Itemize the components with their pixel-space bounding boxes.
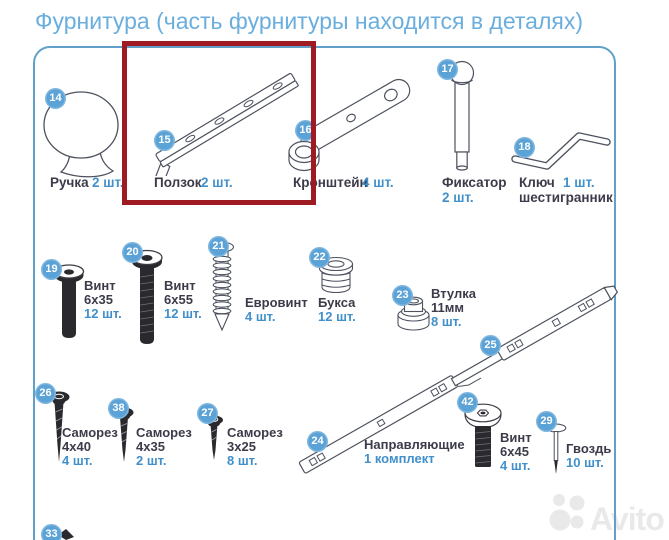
part-label-29: Гвоздь 10 шт. <box>566 442 611 470</box>
bolt-6x55-drawing <box>131 249 163 344</box>
part-count-29: 10 шт. <box>566 455 604 470</box>
part-count-17: 2 шт. <box>442 190 474 205</box>
part-label-42: Винт 6x45 4 шт. <box>500 431 532 473</box>
part-name-27: Саморез <box>227 425 283 440</box>
avito-logo-dots <box>549 494 585 531</box>
avito-watermark-text: Avito <box>590 501 664 537</box>
part-label-22: Букса 12 шт. <box>318 296 356 324</box>
part-badge-18: 18 <box>514 137 535 158</box>
part-badge-29: 29 <box>536 411 557 432</box>
part-badge-19: 19 <box>41 259 62 280</box>
part-count-14: 2 шт. <box>92 175 124 190</box>
part-badge-16: 16 <box>295 120 316 141</box>
part-name2-18: шестигранник <box>519 190 613 205</box>
part-label-23: Втулка 11мм 8 шт. <box>431 287 476 329</box>
part-badge-20: 20 <box>122 242 143 263</box>
part-count-16: 4 шт. <box>362 175 394 190</box>
part-label-21: Евровинт 4 шт. <box>245 296 308 324</box>
part-name-26: Саморез <box>62 425 118 440</box>
part-badge-33: 33 <box>41 524 62 540</box>
part-count-38: 2 шт. <box>136 453 167 468</box>
part-count-27: 8 шт. <box>227 453 258 468</box>
part-count-20: 12 шт. <box>164 306 202 321</box>
part-badge-26: 26 <box>35 383 56 404</box>
part-size-27: 3x25 <box>227 439 256 454</box>
part-size-20: 6x55 <box>164 292 193 307</box>
part-name-19: Винт <box>84 278 116 293</box>
part-label-19: Винт 6x35 12 шт. <box>84 279 122 321</box>
part-name-23: Втулка <box>431 286 476 301</box>
part-name-42: Винт <box>500 430 532 445</box>
part-badge-38: 38 <box>108 398 129 419</box>
part-label-38: Саморез 4x35 2 шт. <box>136 426 192 468</box>
slider-drawing <box>154 73 299 176</box>
part-count-23: 8 шт. <box>431 314 462 329</box>
part-count-22: 12 шт. <box>318 309 356 324</box>
highlight-box <box>122 41 316 205</box>
part-badge-23: 23 <box>392 285 413 306</box>
part-badge-14: 14 <box>45 88 66 109</box>
part-size-23: 11мм <box>431 300 464 315</box>
part-count-21: 4 шт. <box>245 309 276 324</box>
part-name-29: Гвоздь <box>566 441 612 456</box>
part-size-42: 6x45 <box>500 444 529 459</box>
part-count-42: 4 шт. <box>500 458 531 473</box>
part-label-20: Винт 6x55 12 шт. <box>164 279 202 321</box>
part-badge-17: 17 <box>437 59 458 80</box>
part-label-27: Саморез 3x25 8 шт. <box>227 426 283 468</box>
part-badge-25: 25 <box>480 335 501 356</box>
part-badge-27: 27 <box>197 403 218 424</box>
part-count-24: 1 комплект <box>364 451 435 466</box>
part-name-18: Ключ <box>519 175 555 190</box>
part-name-38: Саморез <box>136 425 192 440</box>
part-count-15: 2 шт. <box>201 175 233 190</box>
knob-drawing <box>43 91 119 178</box>
fixator-pin-drawing <box>449 60 475 171</box>
part-name-20: Винт <box>164 278 196 293</box>
part-count-26: 4 шт. <box>62 453 93 468</box>
part-name-17: Фиксатор <box>442 175 507 190</box>
part-size-19: 6x35 <box>84 292 113 307</box>
part-name-24: Направляющие <box>364 437 465 452</box>
part-badge-42: 42 <box>457 392 478 413</box>
part-badge-22: 22 <box>309 247 330 268</box>
avito-watermark: Avito <box>549 494 665 537</box>
part-size-26: 4x40 <box>62 439 91 454</box>
part-label-26: Саморез 4x40 4 шт. <box>62 426 118 468</box>
part-count-19: 12 шт. <box>84 306 122 321</box>
part-name-14: Ручка <box>50 175 89 190</box>
partial-part-drawing <box>58 529 74 540</box>
part-badge-15: 15 <box>154 130 175 151</box>
part-badge-24: 24 <box>307 431 328 452</box>
drawer-slides-drawing <box>298 285 619 474</box>
part-label-24: Направляющие 1 комплект <box>364 438 465 466</box>
part-name-22: Букса <box>318 295 356 310</box>
part-name-21: Евровинт <box>245 295 308 310</box>
part-count-18: 1 шт. <box>563 175 595 190</box>
bushing-drawing <box>318 256 354 294</box>
part-badge-21: 21 <box>208 236 229 257</box>
page-title: Фурнитура (часть фурнитуры находится в д… <box>35 8 583 34</box>
hex-key-drawing <box>511 132 611 170</box>
part-size-38: 4x35 <box>136 439 165 454</box>
part-name-15: Ползок <box>154 175 202 190</box>
